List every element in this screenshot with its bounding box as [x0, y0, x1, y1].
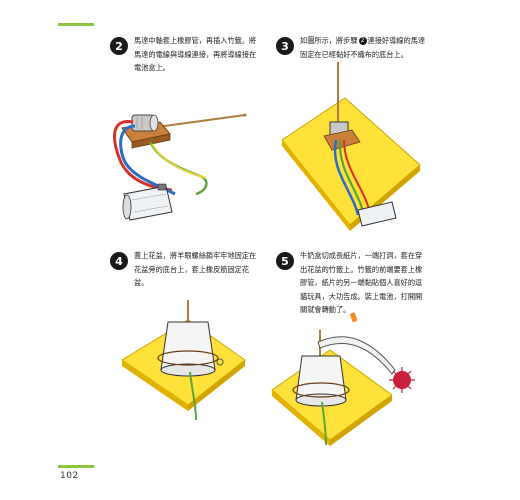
- illustration-step-5: [271, 312, 415, 446]
- page-number: 102: [60, 471, 79, 481]
- header-accent-bar: [58, 23, 94, 26]
- eye-screw: [216, 358, 224, 366]
- paper-strip: [317, 336, 396, 375]
- step-5-line-3: 膠管，紙片的另一端黏貼個人喜好的逗: [300, 278, 423, 287]
- step-5-line-1: 牛奶盒切成長紙片，一端打洞，套在穿: [300, 251, 423, 260]
- illustration-step-2: [113, 113, 247, 221]
- step-2-text: 馬達中軸套上橡膠管，再插入竹籤。將 馬達的電線與導線連接，再將導線接在 電池盒上…: [134, 34, 256, 75]
- step-3-line-2: 固定在已經黏好不織布的底台上。: [300, 49, 408, 59]
- wire-4: [189, 371, 197, 421]
- step-2-line-3: 電池盒上。: [134, 63, 170, 72]
- flower-pot: [160, 321, 216, 371]
- step-4-line-1: 蓋上花盆，將羊眼螺絲鎖牢牢地固定在: [134, 251, 257, 260]
- step-5-line-5: 關就會轉動了。: [300, 305, 351, 314]
- step-3-line-1-end: 連接好導線的馬達: [367, 36, 426, 45]
- illustration-step-4: [121, 300, 246, 421]
- step-5-number: 5: [276, 252, 294, 270]
- flower-pot-5: [295, 355, 347, 401]
- red-wire-3: [343, 139, 371, 215]
- step-2-line-2: 馬達的電線與導線連接，再將導線接在: [134, 49, 257, 59]
- step-ref-number: 2: [358, 37, 367, 45]
- step-4-number: 4: [110, 252, 128, 270]
- wire-5: [321, 401, 327, 446]
- step-3-number: 3: [276, 37, 294, 55]
- rubber-tube-cap: [350, 312, 358, 323]
- footer-accent-bar: [58, 465, 94, 468]
- step-4-line-2: 花盆旁的底台上，套上橡皮筋固定花: [134, 264, 250, 274]
- rubber-band: [157, 350, 219, 366]
- step-4-line-3: 盆。: [134, 278, 149, 287]
- battery-box: [123, 185, 173, 221]
- cat-toy-pompom: [389, 367, 415, 393]
- step-5-text: 牛奶盒切成長紙片，一端打洞，套在穿 出花盆的竹籤上。竹籤的前端要套上橡 膠管，紙…: [300, 249, 422, 317]
- rubber-band-5: [292, 382, 350, 398]
- step-2-line-1: 馬達中軸套上橡膠管，再插入竹籤。將: [134, 36, 257, 45]
- battery-box-3: [357, 201, 397, 227]
- bamboo-skewer: [149, 114, 246, 129]
- step-2-number: 2: [110, 37, 128, 55]
- red-wire: [113, 120, 173, 192]
- step-4-text: 蓋上花盆，將羊眼螺絲鎖牢牢地固定在 花盆旁的底台上，套上橡皮筋固定花 盆。: [134, 249, 256, 290]
- illustration-step-3: [281, 62, 421, 231]
- yellow-board: [281, 97, 421, 226]
- blue-wire-3: [333, 139, 360, 216]
- step-5-line-4: 貓玩具，大功告成。裝上電池，打開開: [300, 291, 423, 301]
- step-3-line-1-start: 如圖所示，將步驟: [300, 36, 358, 45]
- yellow-wire: [151, 143, 207, 179]
- step-5-line-2: 出花盆的竹籤上。竹籤的前端要套上橡: [300, 264, 423, 274]
